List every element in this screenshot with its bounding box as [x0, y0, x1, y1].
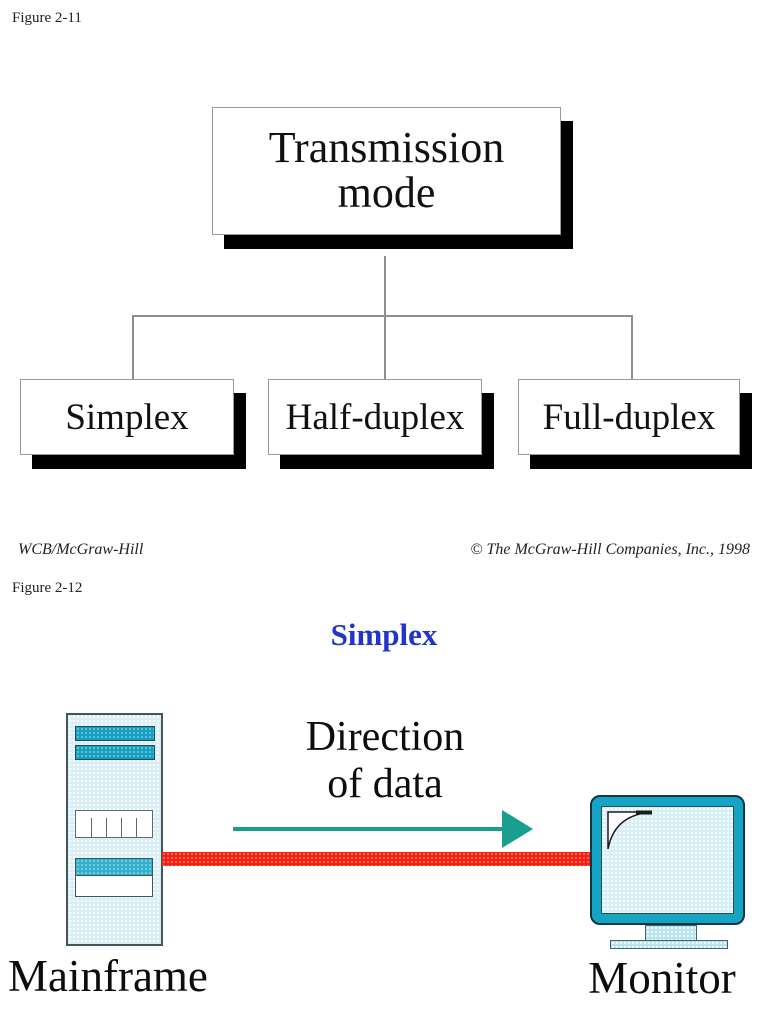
figure2-title: Simplex [330, 617, 438, 652]
tree-node-simplex: Simplex [20, 379, 234, 455]
tree-node-label: Full-duplex [542, 396, 716, 438]
monitor-label: Monitor [588, 953, 736, 1003]
tree-node-full-duplex: Full-duplex [518, 379, 740, 455]
tree-node-label: Half-duplex [285, 396, 465, 438]
connector-line [631, 315, 633, 379]
lower-bay-teal-strip [76, 859, 152, 876]
tree-node-label: Simplex [65, 396, 189, 438]
publisher-credit: WCB/McGraw-Hill [18, 541, 144, 558]
direction-label-line2: of data [327, 761, 443, 808]
vent-panel-icon [75, 810, 153, 838]
vent-tick [106, 818, 107, 837]
monitor-stand-neck [645, 925, 697, 941]
screen-curve-graphic [607, 810, 652, 850]
drive-bay-icon [75, 726, 155, 741]
connector-line [132, 315, 134, 379]
connector-line [384, 256, 386, 315]
mainframe-label: Mainframe [8, 951, 208, 1001]
tree-node-half-duplex: Half-duplex [268, 379, 482, 455]
connector-line [132, 315, 632, 317]
vent-tick [121, 818, 122, 837]
figure2-label: Figure 2-12 [12, 580, 83, 596]
monitor-screen [601, 806, 734, 914]
direction-arrow-icon [233, 810, 533, 848]
tree-root-node: Transmission mode [212, 107, 561, 235]
direction-of-data-label: Direction of data [225, 714, 545, 808]
monitor-stand-base [610, 940, 728, 949]
lower-bay-icon [75, 858, 153, 897]
drive-bay-icon [75, 745, 155, 760]
vent-tick [91, 818, 92, 837]
tree-root-label: Transmission mode [268, 123, 505, 217]
data-link-line [162, 852, 591, 866]
copyright-notice: © The McGraw-Hill Companies, Inc., 1998 [470, 541, 750, 558]
connector-line [384, 315, 386, 379]
vent-tick [136, 818, 137, 837]
figure1-label: Figure 2-11 [12, 10, 82, 26]
direction-label-line1: Direction [305, 714, 465, 760]
